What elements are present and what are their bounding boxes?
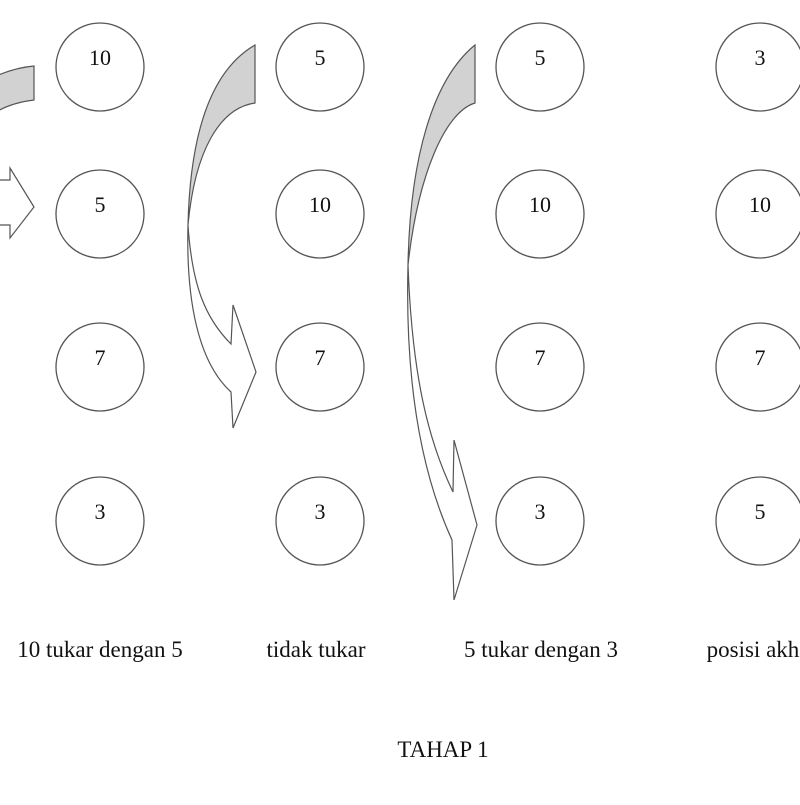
- node-value: 10: [89, 45, 111, 70]
- diagram-title: TAHAP 1: [397, 737, 488, 762]
- node-value: 3: [535, 499, 546, 524]
- node-circle: [275, 22, 365, 112]
- node-circle: [55, 322, 145, 412]
- node-circle: [55, 476, 145, 566]
- column-caption: tidak tukar: [267, 637, 366, 662]
- node-value: 5: [95, 192, 106, 217]
- node-value: 7: [315, 345, 326, 370]
- node-value: 10: [309, 192, 331, 217]
- node-value: 5: [535, 45, 546, 70]
- compare-arrow-2-tail: [187, 43, 256, 226]
- node-circle: [495, 322, 585, 412]
- swap-arrow-3: [407, 43, 478, 601]
- node-circle: [715, 22, 800, 112]
- node-circle: [495, 169, 585, 259]
- node-value: 7: [755, 345, 766, 370]
- node-value: 10: [749, 192, 771, 217]
- column-1: 10 5 7 3 10 tukar dengan 5: [17, 22, 183, 662]
- compare-arrow-2-head: [187, 224, 257, 429]
- node-circle: [715, 322, 800, 412]
- column-2: 5 10 7 3 tidak tukar: [267, 22, 366, 662]
- swap-arrow-3-tail: [407, 43, 476, 266]
- node-value: 10: [529, 192, 551, 217]
- node-value: 5: [315, 45, 326, 70]
- column-4: 3 10 7 5 posisi akhir: [707, 22, 800, 662]
- compare-arrow-2: [187, 43, 257, 429]
- node-circle: [55, 22, 145, 112]
- node-circle: [275, 322, 365, 412]
- node-value: 7: [95, 345, 106, 370]
- node-circle: [715, 169, 800, 259]
- node-value: 5: [755, 499, 766, 524]
- node-circle: [275, 476, 365, 566]
- node-value: 3: [755, 45, 766, 70]
- node-circle: [55, 169, 145, 259]
- swap-arrow-1: [0, 65, 35, 240]
- node-value: 7: [535, 345, 546, 370]
- column-caption: posisi akhir: [707, 637, 800, 662]
- node-circle: [495, 22, 585, 112]
- node-value: 3: [315, 499, 326, 524]
- column-caption: 5 tukar dengan 3: [464, 637, 618, 662]
- swap-arrow-3-head: [407, 264, 478, 601]
- swap-arrow-1-tail: [0, 65, 35, 111]
- swap-arrow-1-head: [0, 165, 35, 240]
- column-3: 5 10 7 3 5 tukar dengan 3: [464, 22, 618, 662]
- node-value: 3: [95, 499, 106, 524]
- node-circle: [275, 169, 365, 259]
- column-caption: 10 tukar dengan 5: [17, 637, 182, 662]
- node-circle: [495, 476, 585, 566]
- node-circle: [715, 476, 800, 566]
